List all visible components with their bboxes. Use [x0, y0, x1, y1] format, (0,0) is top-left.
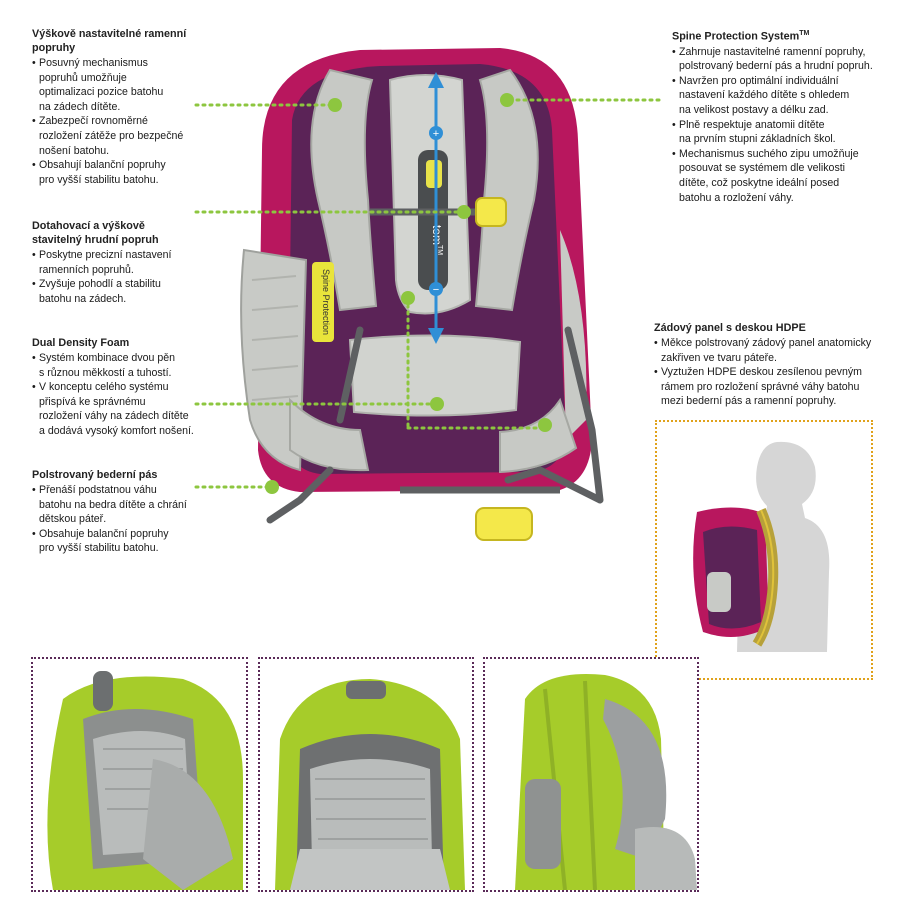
callout-dot: [430, 397, 444, 411]
spine-protection-list: Zahrnuje nastavitelné ramenní popruhy,po…: [672, 45, 887, 206]
list-item: Mechanismus suchého zipu umožňujeposouva…: [672, 147, 887, 205]
plus-icon: [429, 126, 443, 140]
hip-belt-left: [289, 397, 370, 472]
arrow-up-icon: [428, 72, 444, 88]
spine-protection-title: Spine Protection SystemTM: [672, 30, 810, 43]
svg-text:+: +: [433, 128, 439, 140]
dual-density-foam-block: Dual Density Foam Systém kombinace dvou …: [32, 336, 207, 439]
side-view-photo: [485, 659, 697, 891]
product-photo-frame: [31, 657, 248, 892]
side-panel-label: Spine Protection: [321, 269, 331, 335]
list-item: Vyztužen HDPE deskou zesílenou pevnýmrám…: [654, 365, 894, 409]
open-main-compartment-photo: [33, 659, 246, 890]
kid-with-backpack-illustration: [693, 441, 830, 652]
left-shoulder-strap: [310, 68, 378, 312]
list-item: Navržen pro optimální individuálnínastav…: [672, 74, 887, 118]
minus-icon: [429, 282, 443, 296]
callout-dot: [457, 205, 471, 219]
callout-dot: [538, 418, 552, 432]
callout-dot: [500, 93, 514, 107]
kid-silhouette-frame: [655, 420, 873, 680]
hdpe-back-panel-title: Zádový panel s deskou HDPE: [654, 322, 806, 334]
product-photo-frame: [258, 657, 474, 892]
product-photo-frame: [483, 657, 699, 892]
hip-belt-title: Polstrovaný bederní pás: [32, 469, 158, 481]
callout-lines: [194, 98, 662, 489]
callout-dot: [265, 480, 279, 494]
spine-protection-block: Spine Protection SystemTM Zahrnuje nasta…: [672, 27, 887, 205]
front-organizer-photo: [260, 659, 472, 890]
callout-dot: [401, 291, 415, 305]
hip-belt-block: Polstrovaný bederní pás Přenáší podstatn…: [32, 468, 207, 556]
right-shoulder-strap: [474, 68, 539, 312]
hdpe-back-panel-list: Měkce polstrovaný zádový panel anatomick…: [654, 336, 894, 409]
svg-text:−: −: [433, 284, 439, 296]
hdpe-back-panel-block: Zádový panel s deskou HDPE Měkce polstro…: [654, 321, 894, 409]
chest-buckle: [475, 197, 507, 227]
list-item: Zahrnuje nastavitelné ramenní popruhy,po…: [672, 45, 887, 74]
arrow-down-icon: [428, 328, 444, 344]
list-item: Měkce polstrovaný zádový panel anatomick…: [654, 336, 894, 365]
hip-belt-right: [499, 397, 578, 474]
dual-density-foam-title: Dual Density Foam: [32, 337, 130, 349]
hip-buckle: [475, 507, 533, 541]
callout-dot: [328, 98, 342, 112]
